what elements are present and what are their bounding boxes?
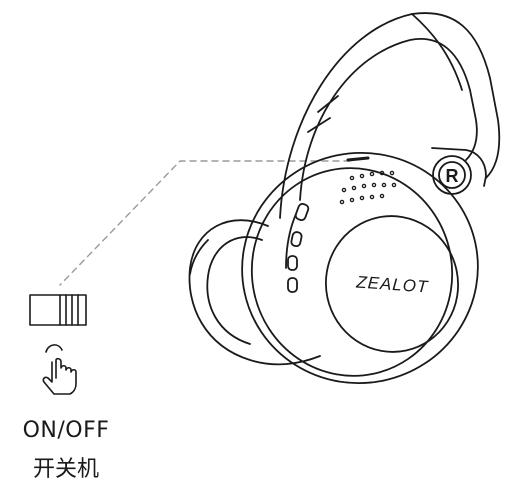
right-side-badge: R: [432, 155, 472, 195]
caption-on-off: ON/OFF: [22, 418, 110, 443]
leader-line: [59, 160, 351, 286]
mic-holes: [339, 170, 397, 205]
earcup: [241, 151, 479, 385]
press-hand-icon: [42, 344, 77, 395]
headband: [279, 12, 501, 219]
face-plate: ZEALOT: [325, 215, 459, 353]
brand-logo: ZEALOT: [355, 272, 430, 296]
power-switch-icon: [29, 294, 87, 326]
badge-letter: R: [446, 166, 459, 186]
caption-power-chinese: 开关机: [32, 457, 99, 482]
ear-cushion: [188, 219, 321, 366]
